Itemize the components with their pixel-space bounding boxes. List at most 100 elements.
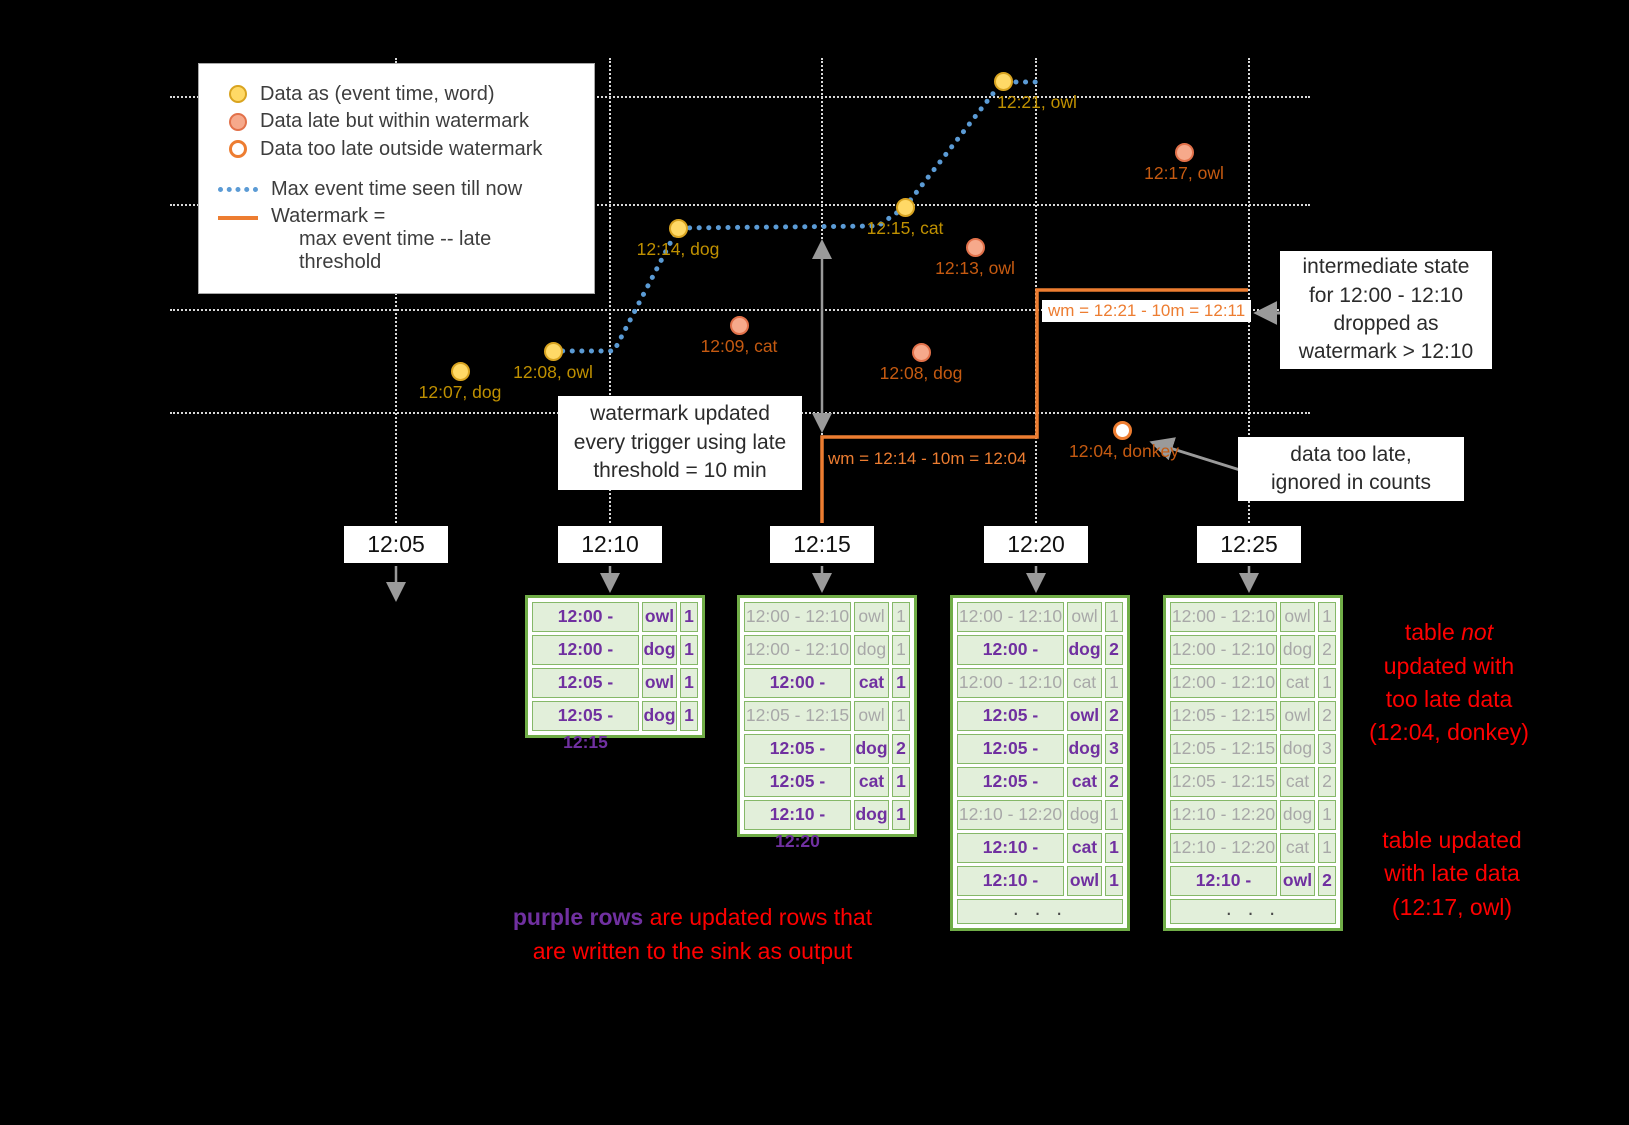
table-cell-count: 1 [1105, 833, 1123, 863]
table-cell-count: 2 [1318, 635, 1336, 665]
table-cell-word: owl [1280, 866, 1315, 896]
result-table-row: 12:05 - 12:15cat1 [744, 767, 910, 818]
table-cell-count: 1 [892, 668, 910, 698]
late-data-point [966, 238, 985, 257]
table-cell-count: 2 [1318, 767, 1336, 797]
table-cell-count: 1 [680, 668, 698, 698]
annotation-text: updated with too late data (12:04, donke… [1369, 652, 1529, 746]
table-cell-word: cat [1280, 668, 1315, 698]
legend-item-max-event-time: Max event time seen till now [215, 178, 578, 201]
table-cell-window: 12:05 - 12:15 [744, 734, 851, 785]
table-cell-window: 12:00 - 12:10 [1170, 602, 1277, 632]
callout-data-too-late: data too late, ignored in counts [1238, 437, 1464, 501]
table-cell-window: 12:00 - 12:10 [532, 602, 639, 653]
callout-watermark-update: watermark updated every trigger using la… [558, 396, 802, 490]
ontime-data-point [669, 219, 688, 238]
too-late-dot-icon [229, 140, 247, 159]
table-cell-window: 12:10 - 12:20 [957, 866, 1064, 917]
trigger-time-12-15: 12:15 [770, 526, 874, 563]
table-cell-count: 1 [1318, 602, 1336, 632]
table-cell-count: 1 [1318, 668, 1336, 698]
table-cell-word: dog [854, 635, 889, 665]
table-cell-count: 2 [892, 734, 910, 764]
table-cell-count: 1 [892, 800, 910, 830]
table-cell-window: 12:00 - 12:10 [1170, 668, 1277, 698]
table-cell-window: 12:05 - 12:15 [957, 734, 1064, 785]
table-cell-word: dog [1067, 800, 1102, 830]
data-point-label: 12:14, dog [636, 239, 720, 259]
table-cell-word: owl [1280, 602, 1315, 632]
more-rows-indicator: . . . [957, 898, 1123, 924]
table-cell-window: 12:10 - 12:20 [957, 800, 1064, 830]
annotation-purple-rows: purple rows are updated rows that are wr… [470, 868, 915, 968]
data-point-label: 12:21, owl [997, 92, 1077, 112]
table-cell-window: 12:00 - 12:10 [744, 602, 851, 632]
max-event-time-line-icon [218, 186, 258, 192]
late-data-point [912, 343, 931, 362]
table-cell-window: 12:00 - 12:10 [744, 668, 851, 719]
table-cell-word: owl [642, 668, 677, 698]
table-cell-word: dog [1067, 635, 1102, 665]
table-cell-count: 3 [1105, 734, 1123, 764]
legend-label-line2: max event time -- late threshold [299, 228, 492, 274]
table-cell-window: 12:10 - 12:20 [1170, 833, 1277, 863]
trigger-time-12-05: 12:05 [344, 526, 448, 563]
table-cell-window: 12:00 - 12:10 [1170, 635, 1277, 665]
callout-intermediate-state-dropped: intermediate state for 12:00 - 12:10 dro… [1280, 251, 1492, 369]
table-cell-count: 1 [680, 602, 698, 632]
table-cell-window: 12:05 - 12:15 [532, 701, 639, 752]
legend-item-watermark: Watermark = max event time -- late thres… [215, 205, 578, 274]
table-cell-window: 12:10 - 12:20 [744, 800, 851, 851]
legend-label: Data too late outside watermark [260, 137, 543, 160]
annotation-text: are updated rows that are written to the… [532, 904, 873, 964]
data-point-label: 12:15, cat [866, 218, 944, 238]
table-cell-count: 1 [892, 635, 910, 665]
table-cell-count: 1 [1105, 866, 1123, 896]
table-cell-word: dog [1067, 734, 1102, 764]
table-cell-count: 1 [680, 701, 698, 731]
ontime-data-point [544, 342, 563, 361]
table-cell-word: cat [1067, 668, 1102, 698]
table-cell-window: 12:00 - 12:10 [532, 635, 639, 686]
gridline-vertical [1248, 58, 1250, 523]
table-cell-count: 2 [1105, 635, 1123, 665]
table-cell-window: 12:00 - 12:10 [957, 602, 1064, 632]
table-cell-count: 1 [892, 701, 910, 731]
late-dot-icon [229, 112, 247, 131]
annotation-emphasis: not [1461, 619, 1494, 646]
data-point-label: 12:13, owl [935, 258, 1015, 278]
table-cell-window: 12:10 - 12:20 [957, 833, 1064, 884]
late-data-point [1175, 143, 1194, 162]
more-rows-indicator: . . . [1170, 898, 1336, 924]
table-cell-count: 3 [1318, 734, 1336, 764]
table-cell-word: cat [1280, 767, 1315, 797]
table-cell-word: owl [854, 701, 889, 731]
result-table-row: 12:10 - 12:20owl2 [1170, 866, 1336, 917]
late-data-point [730, 316, 749, 335]
watermark-value-label-2: wm = 12:21 - 10m = 12:11 [1042, 300, 1252, 322]
table-cell-word: dog [1280, 800, 1315, 830]
table-cell-window: 12:05 - 12:15 [957, 767, 1064, 818]
ontime-data-point [896, 198, 915, 217]
annotation-table-not-updated: table not updated with too late data (12… [1340, 583, 1558, 750]
table-cell-count: 1 [1105, 668, 1123, 698]
table-cell-count: 1 [892, 767, 910, 797]
data-point-label: 12:08, owl [513, 362, 593, 382]
legend-label: Data late but within watermark [260, 110, 530, 133]
